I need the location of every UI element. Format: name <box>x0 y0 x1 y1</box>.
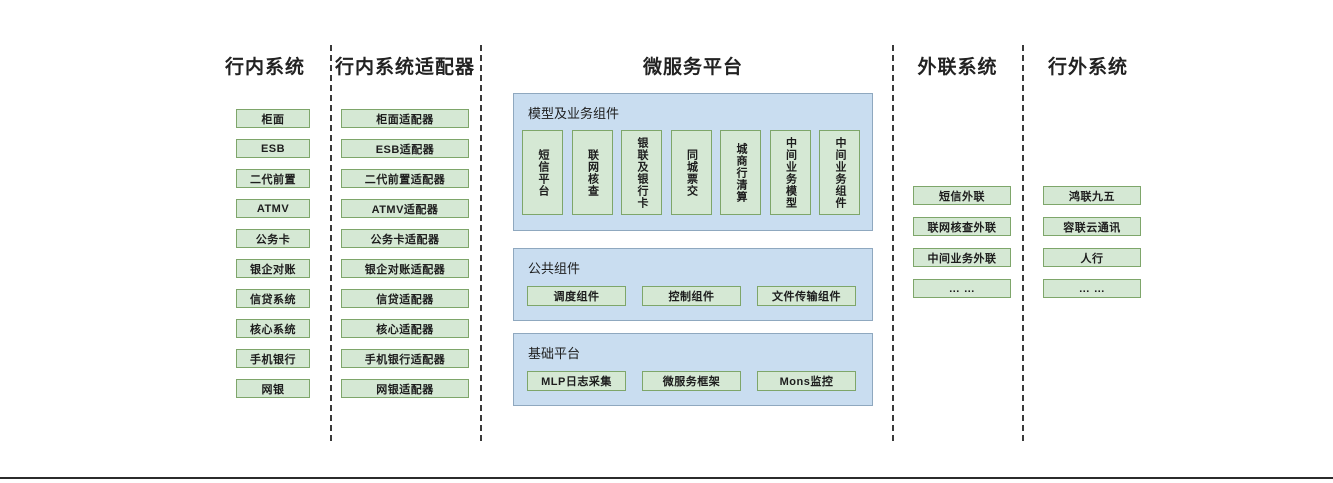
node-base-platform-1[interactable]: MLP日志采集 <box>527 371 626 391</box>
node-internal-adapters-7[interactable]: 信贷适配器 <box>341 289 469 308</box>
node-model-business-components-3[interactable]: 银联及银行卡 <box>621 130 662 215</box>
node-outside-bank-systems-3[interactable]: 人行 <box>1043 248 1141 267</box>
node-external-link-systems-3[interactable]: 中间业务外联 <box>913 248 1011 267</box>
node-internal-systems-2[interactable]: ESB <box>236 139 310 158</box>
node-model-business-components-6[interactable]: 中间业务模型 <box>769 130 811 215</box>
panel-public-components: 公共组件 <box>513 248 873 321</box>
column-title-outside-bank-systems: 行外系统 <box>1047 57 1128 78</box>
panel-base-platform: 基础平台 <box>513 333 873 406</box>
node-internal-adapters-3[interactable]: 二代前置适配器 <box>341 169 469 188</box>
node-label: 城商行清算 <box>735 142 747 203</box>
node-internal-systems-6[interactable]: 银企对账 <box>236 259 310 278</box>
column-divider-4 <box>1022 45 1024 441</box>
node-outside-bank-systems-4[interactable]: … … <box>1043 279 1141 298</box>
node-label: 短信平台 <box>537 148 549 197</box>
node-model-business-components-5[interactable]: 城商行清算 <box>720 130 761 215</box>
node-external-link-systems-1[interactable]: 短信外联 <box>913 186 1011 205</box>
node-label: 中间业务模型 <box>784 136 797 209</box>
platform-title: 微服务平台 <box>642 57 743 78</box>
node-internal-systems-10[interactable]: 网银 <box>236 379 310 398</box>
node-internal-systems-3[interactable]: 二代前置 <box>236 169 310 188</box>
node-label: 银联及银行卡 <box>636 136 648 209</box>
node-internal-adapters-1[interactable]: 柜面适配器 <box>341 109 469 128</box>
panel-title-base-platform: 基础平台 <box>528 346 581 361</box>
node-internal-systems-1[interactable]: 柜面 <box>236 109 310 128</box>
node-internal-systems-4[interactable]: ATMV <box>236 199 310 218</box>
node-internal-adapters-6[interactable]: 银企对账适配器 <box>341 259 469 278</box>
node-internal-systems-8[interactable]: 核心系统 <box>236 319 310 338</box>
node-base-platform-3[interactable]: Mons监控 <box>757 371 856 391</box>
node-internal-adapters-2[interactable]: ESB适配器 <box>341 139 469 158</box>
node-internal-systems-9[interactable]: 手机银行 <box>236 349 310 368</box>
node-public-components-1[interactable]: 调度组件 <box>527 286 626 306</box>
node-public-components-3[interactable]: 文件传输组件 <box>757 286 856 306</box>
node-internal-systems-5[interactable]: 公务卡 <box>236 229 310 248</box>
column-title-internal-systems: 行内系统 <box>224 57 305 78</box>
node-model-business-components-1[interactable]: 短信平台 <box>522 130 563 215</box>
node-outside-bank-systems-2[interactable]: 容联云通讯 <box>1043 217 1141 236</box>
column-title-external-link-systems: 外联系统 <box>917 57 998 78</box>
node-internal-adapters-4[interactable]: ATMV适配器 <box>341 199 469 218</box>
node-internal-systems-7[interactable]: 信贷系统 <box>236 289 310 308</box>
node-label: 同城票交 <box>685 148 698 197</box>
node-outside-bank-systems-1[interactable]: 鸿联九五 <box>1043 186 1141 205</box>
node-model-business-components-4[interactable]: 同城票交 <box>670 130 712 215</box>
node-label: 联网核查 <box>586 148 599 197</box>
panel-title-public-components: 公共组件 <box>528 261 581 276</box>
column-divider-1 <box>330 45 332 441</box>
node-model-business-components-2[interactable]: 联网核查 <box>571 130 613 215</box>
node-model-business-components-7[interactable]: 中间业务组件 <box>819 130 860 215</box>
node-public-components-2[interactable]: 控制组件 <box>642 286 741 306</box>
node-external-link-systems-4[interactable]: … … <box>913 279 1011 298</box>
column-divider-2 <box>480 45 482 441</box>
node-internal-adapters-9[interactable]: 手机银行适配器 <box>341 349 469 368</box>
panel-title-model-business-components: 模型及业务组件 <box>528 106 620 121</box>
node-base-platform-2[interactable]: 微服务框架 <box>642 371 741 391</box>
node-external-link-systems-2[interactable]: 联网核查外联 <box>913 217 1011 236</box>
node-internal-adapters-8[interactable]: 核心适配器 <box>341 319 469 338</box>
node-label: 中间业务组件 <box>834 136 846 209</box>
node-internal-adapters-5[interactable]: 公务卡适配器 <box>341 229 469 248</box>
bottom-rule <box>0 477 1333 479</box>
node-internal-adapters-10[interactable]: 网银适配器 <box>341 379 469 398</box>
column-divider-3 <box>892 45 894 441</box>
column-title-internal-adapters: 行内系统适配器 <box>334 57 475 78</box>
